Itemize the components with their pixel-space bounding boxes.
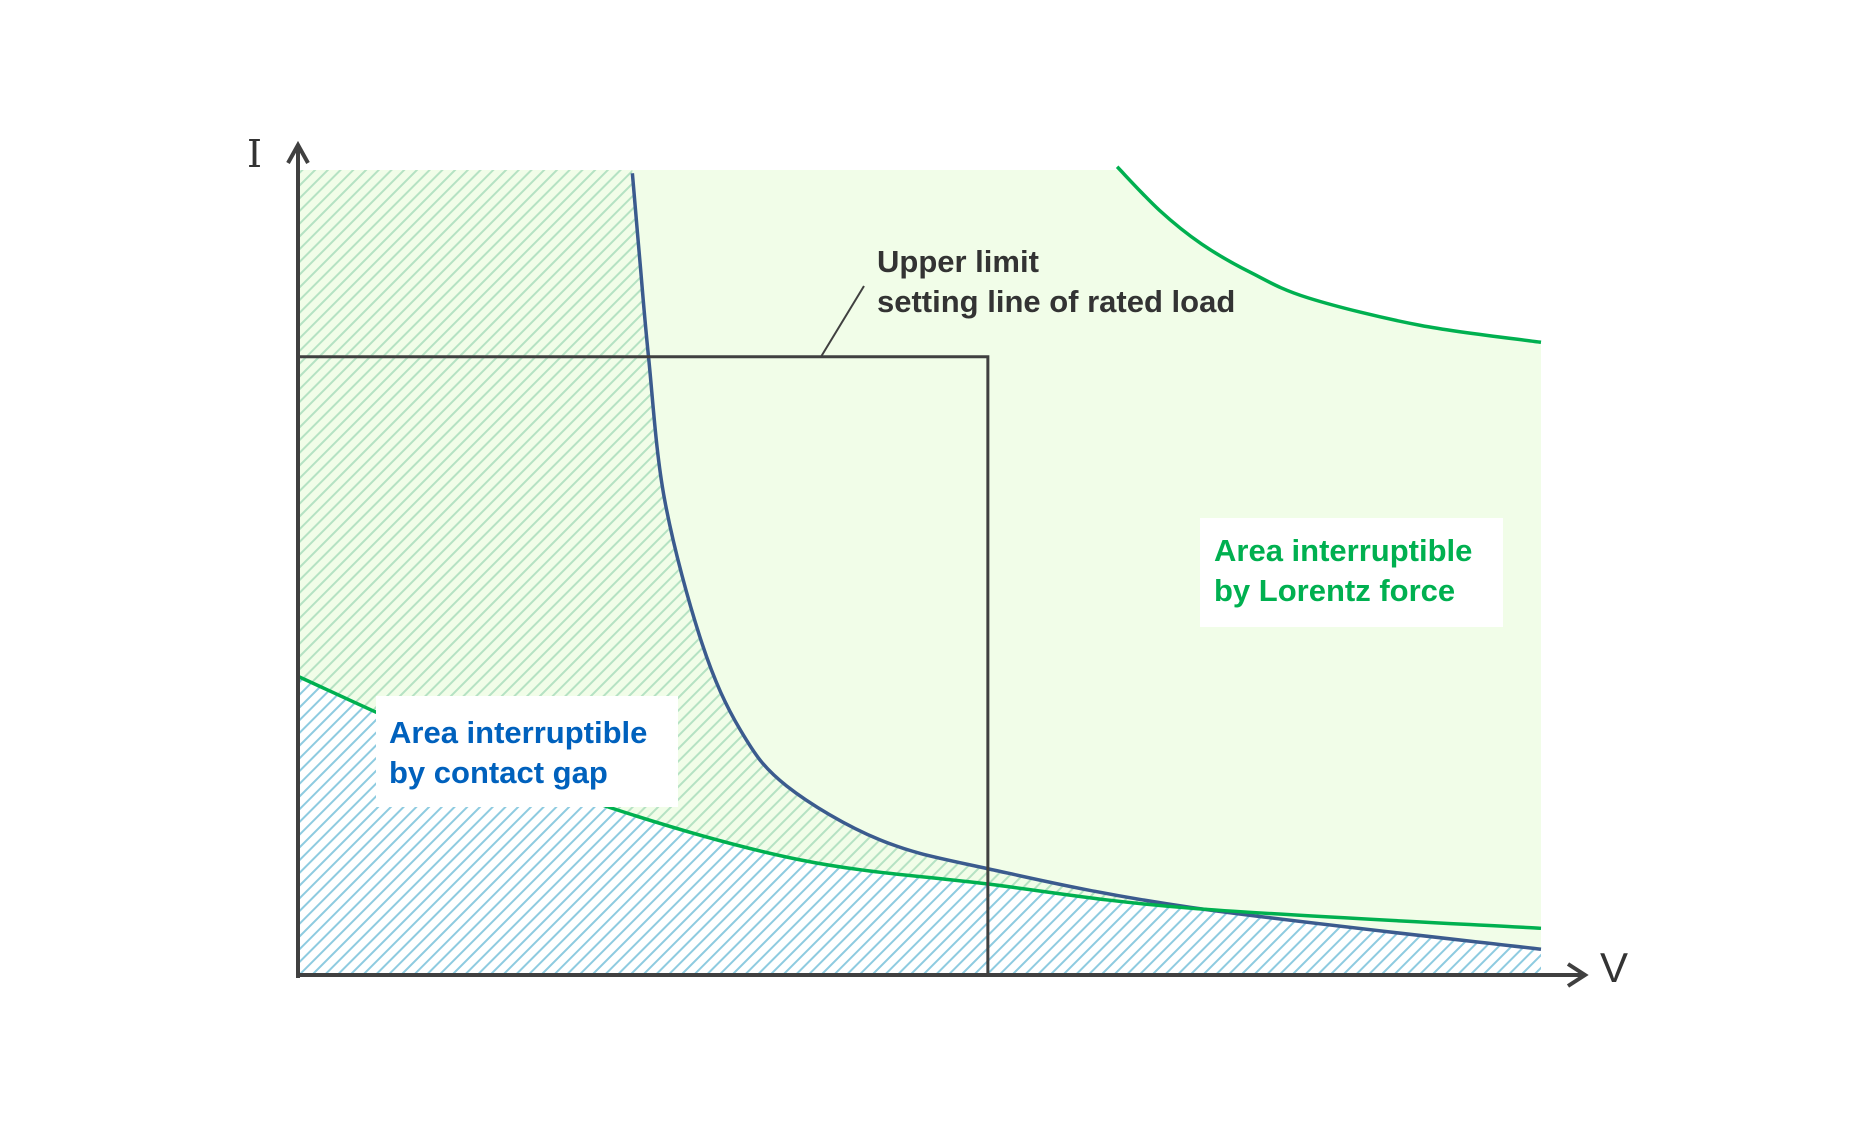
lorentz-area-label: Area interruptible by Lorentz force	[1214, 531, 1472, 611]
lorentz-lower-hatch-area	[298, 676, 1541, 975]
rated-load-limit-line	[298, 355, 990, 975]
lorentz-label-line-2: by Lorentz force	[1214, 573, 1456, 608]
contact-gap-label-line-2: by contact gap	[389, 755, 608, 790]
lorentz-upper-curve	[1115, 165, 1542, 345]
x-axis-label: V	[1600, 944, 1629, 991]
contact-gap-area-label: Area interruptible by contact gap	[389, 713, 647, 793]
upper-limit-annotation: Upper limit setting line of rated load	[877, 242, 1235, 322]
upper-limit-line-1: Upper limit	[877, 244, 1039, 279]
annotation-leader-line	[820, 285, 865, 358]
y-axis-arrow-icon	[286, 140, 310, 164]
lorentz-label-box	[1200, 518, 1503, 627]
upper-limit-line-2: setting line of rated load	[877, 284, 1236, 319]
contact-gap-label-line-1: Area interruptible	[389, 715, 648, 750]
y-axis-label: I	[247, 132, 263, 176]
contact-gap-label-box	[376, 696, 678, 807]
lorentz-label-line-1: Area interruptible	[1214, 533, 1473, 568]
x-axis-arrow-icon	[1566, 962, 1589, 988]
